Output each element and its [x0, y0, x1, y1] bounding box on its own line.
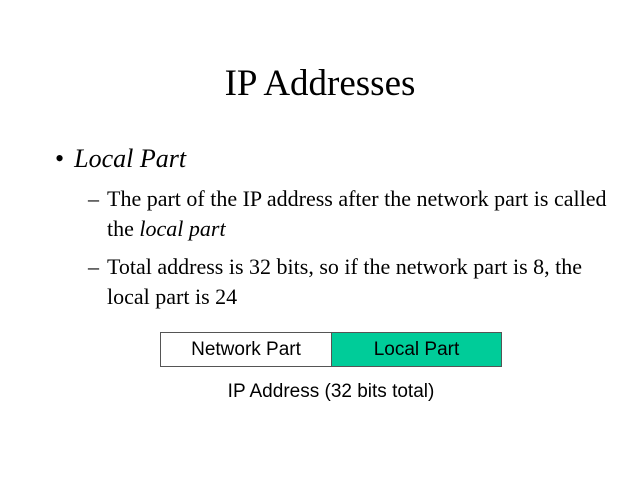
dash: – [88, 186, 99, 211]
sub-text: Total address is 32 bits, so if the netw… [107, 254, 583, 309]
sub-text-emphasis: local part [139, 216, 226, 241]
slide-title: IP Addresses [224, 63, 416, 104]
local-part-box: Local Part [331, 332, 502, 367]
bullet-marker: • [55, 144, 65, 173]
bullet-label: Local Part [74, 144, 187, 173]
sub-bullet-2: –Total address is 32 bits, so if the net… [88, 252, 608, 312]
sub-text: The part of the IP address after the net… [107, 184, 608, 244]
dash: – [88, 254, 99, 279]
sub-bullet-1: –The part of the IP address after the ne… [88, 184, 608, 244]
bullet-local-part: • Local Part [55, 144, 186, 174]
diagram-caption: IP Address (32 bits total) [227, 381, 435, 402]
sub-text-pre: The part of the IP address after the net… [107, 186, 607, 241]
network-part-box: Network Part [160, 332, 332, 367]
